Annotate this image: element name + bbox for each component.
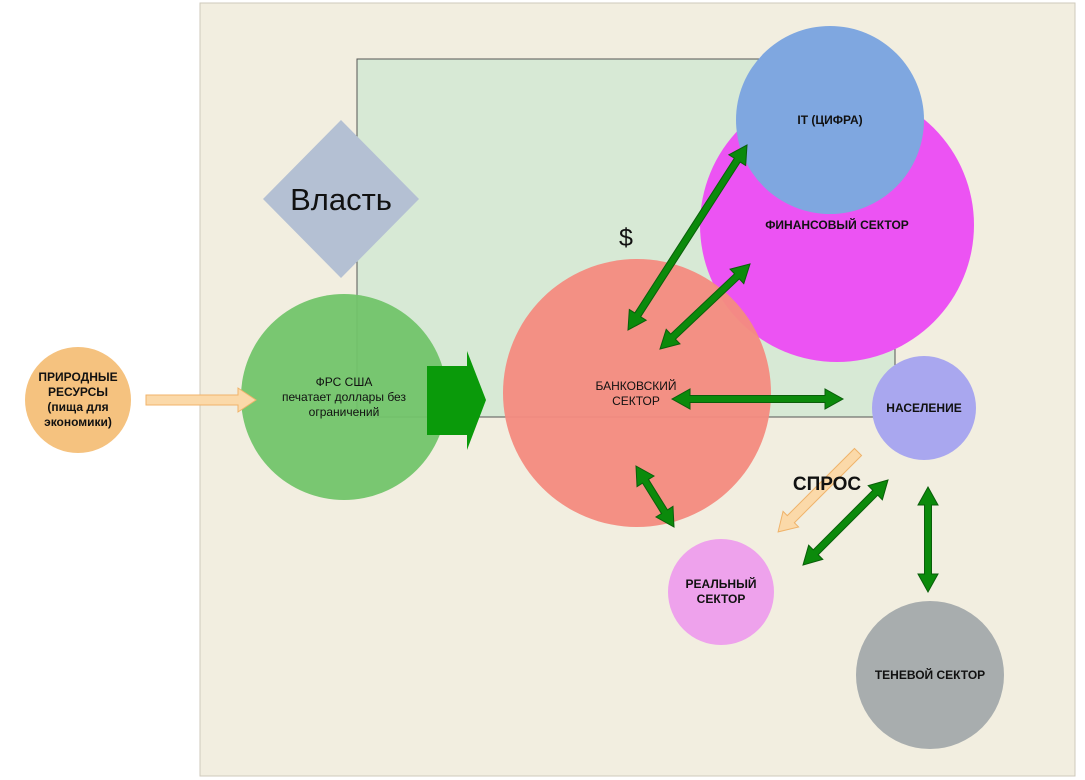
banking-sector-circle xyxy=(503,259,771,527)
demand-label: СПРОС xyxy=(793,474,862,495)
resources-to-fed-arrow xyxy=(145,387,257,413)
banking-real-arrow xyxy=(635,465,675,528)
natural-resources-circle xyxy=(25,347,131,453)
fed-circle xyxy=(241,294,447,500)
it-circle xyxy=(736,26,924,214)
double-arrows-group xyxy=(627,144,939,594)
banking-population-arrow xyxy=(670,388,845,410)
fed-to-banking-arrow xyxy=(427,351,486,450)
power-diamond xyxy=(263,120,419,278)
demand-arrow xyxy=(777,447,863,533)
dollar-sign: $ xyxy=(619,224,633,252)
financial-banking-arrow xyxy=(659,263,751,350)
it-banking-arrow xyxy=(627,144,748,331)
population-shadow-arrow xyxy=(917,485,939,594)
shadow-sector-circle xyxy=(856,601,1004,749)
population-real-arrow xyxy=(802,479,889,566)
real-sector-circle xyxy=(668,539,774,645)
population-circle xyxy=(872,356,976,460)
